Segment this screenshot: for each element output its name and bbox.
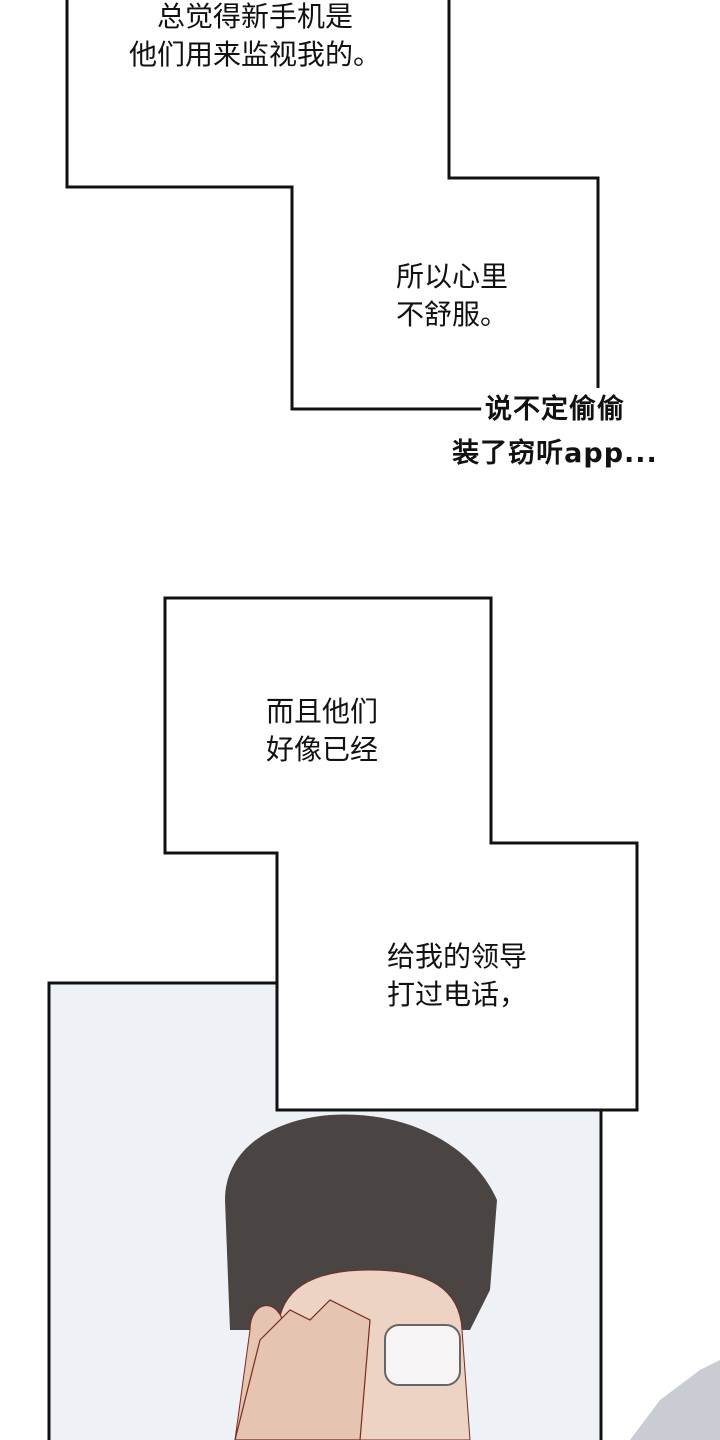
caption-line: 打过电话， <box>386 978 528 1011</box>
caption-line: 好像已经 <box>265 733 379 766</box>
caption-text: 给我的领导 打过电话， <box>387 938 527 1014</box>
caption-text: 而且他们 好像已经 <box>266 693 378 769</box>
fingers <box>234 1299 371 1440</box>
caption-line: 装了窃听app... <box>452 438 658 469</box>
caption-line: 所以心里 <box>395 260 509 293</box>
caption-line: 不舒服。 <box>395 298 509 331</box>
caption-line: 给我的领导 <box>386 940 528 973</box>
speech-box-2 <box>163 596 639 1112</box>
caption-text: 总觉得新手机是 他们用来监视我的。 <box>129 0 381 74</box>
caption-line: 他们用来监视我的。 <box>128 38 382 71</box>
caption-line: 而且他们 <box>265 695 379 728</box>
textured-shape <box>630 1360 720 1440</box>
caption-line: 总觉得新手机是 <box>156 0 354 33</box>
character-illustration <box>225 1114 497 1440</box>
handwritten-aside: 说不定偷偷 装了窃听app... <box>452 388 658 476</box>
glasses-right-lens <box>384 1324 461 1386</box>
caption-text: 所以心里 不舒服。 <box>396 258 508 334</box>
caption-line: 说不定偷偷 <box>481 388 629 432</box>
hair <box>225 1114 497 1330</box>
